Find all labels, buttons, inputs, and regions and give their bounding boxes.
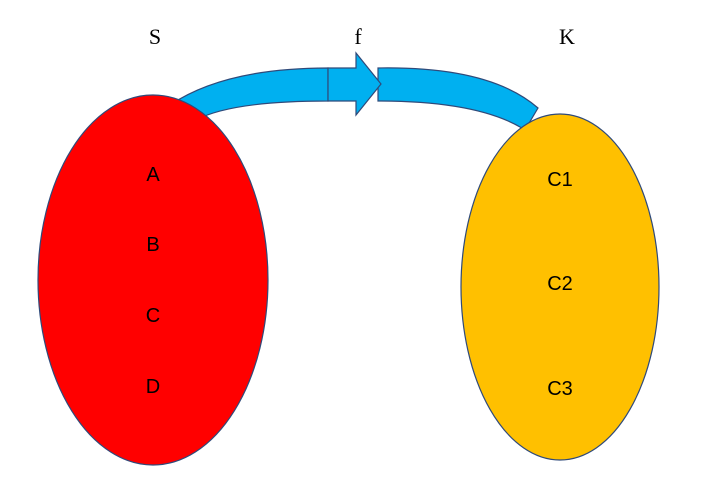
domain-element: A — [146, 164, 160, 186]
codomain-element: C2 — [547, 273, 573, 295]
codomain-set-title: K — [559, 24, 575, 49]
domain-element: C — [146, 305, 160, 327]
arrow-head — [327, 51, 382, 117]
codomain-set-ellipse — [460, 113, 660, 461]
codomain-element: C1 — [547, 169, 573, 191]
codomain-set-elements: C1 C2 C3 — [547, 169, 573, 400]
domain-element: D — [146, 376, 160, 398]
mapping-label: f — [354, 24, 362, 49]
arrow-shaft-right — [377, 67, 539, 131]
domain-set-title: S — [149, 24, 161, 49]
domain-element: B — [146, 234, 159, 256]
domain-set-ellipse — [37, 94, 269, 466]
codomain-element: C3 — [547, 378, 573, 400]
domain-set-elements: A B C D — [146, 164, 161, 398]
mapping-arrow — [168, 51, 539, 131]
